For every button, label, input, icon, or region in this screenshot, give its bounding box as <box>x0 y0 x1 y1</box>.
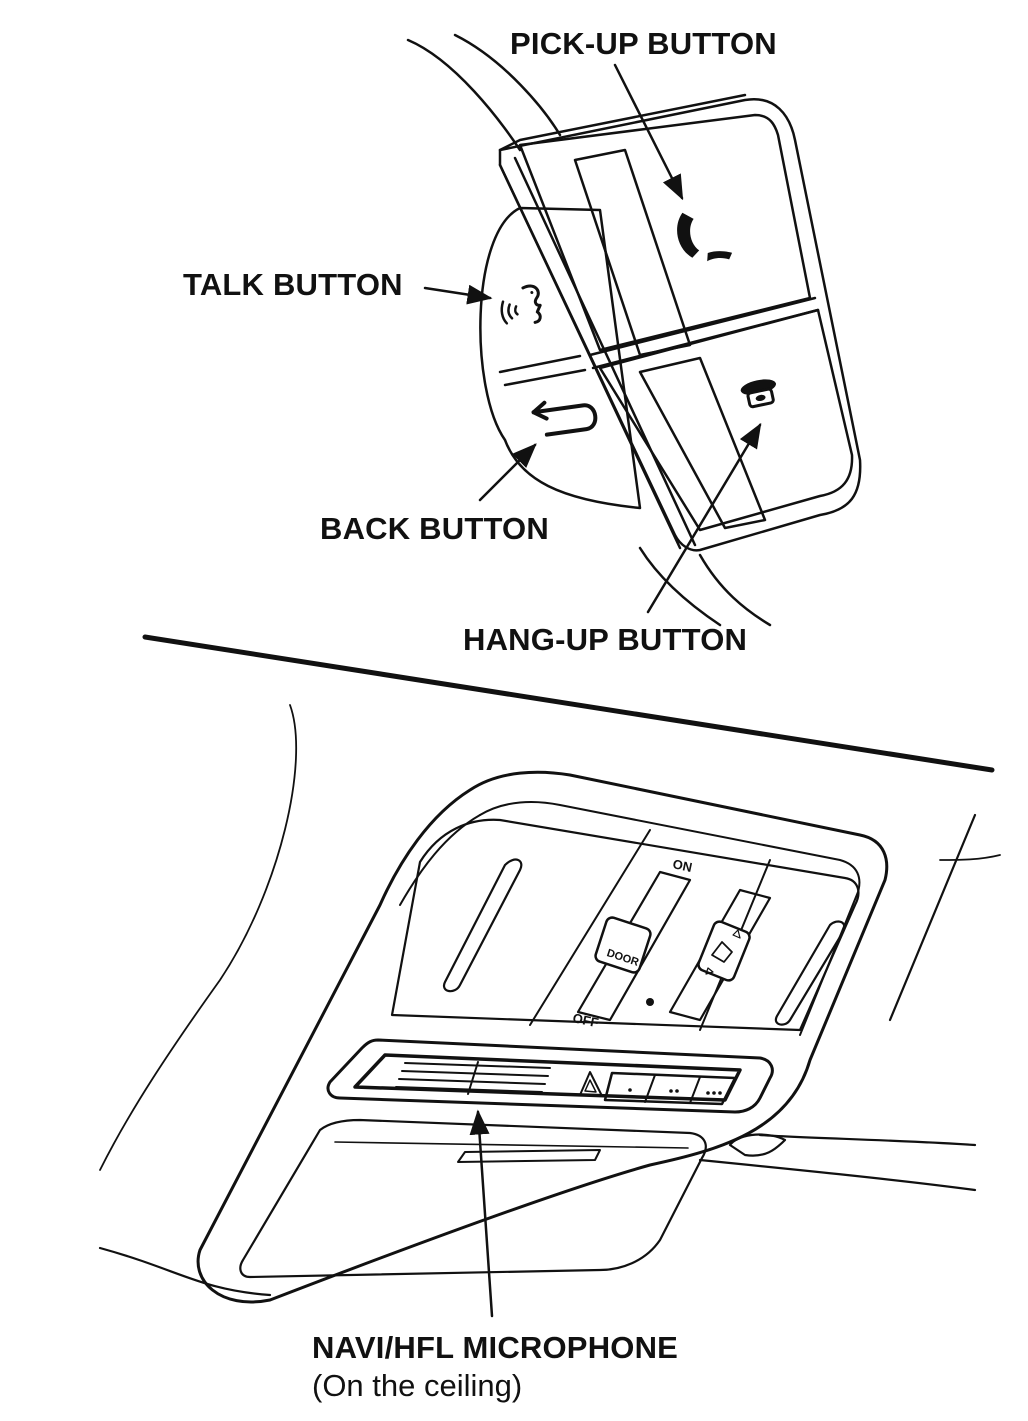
back-callout-arrow <box>478 443 537 502</box>
hazard-icon <box>579 1071 603 1097</box>
hangup-button-cell <box>598 308 854 532</box>
phone-pickup-icon <box>677 212 733 262</box>
main-switch-plate <box>498 97 862 552</box>
console-indicator-dot <box>646 998 654 1006</box>
hangup-button-label: HANG-UP BUTTON <box>463 622 748 657</box>
microphone-grille <box>395 1061 551 1095</box>
pickup-button <box>518 113 812 352</box>
map-lamp-panel <box>390 818 860 1032</box>
switch-on-label: ON <box>671 856 693 875</box>
talk-callout-arrow <box>423 284 493 305</box>
phone-hangup-icon <box>740 379 777 409</box>
moonroof-switch <box>697 920 751 982</box>
door-switch <box>594 916 652 974</box>
switch-off-label: OFF <box>571 1010 600 1030</box>
microphone-bezel <box>326 1038 774 1114</box>
talk-voice-icon <box>500 284 542 325</box>
right-map-lamp <box>774 920 846 1026</box>
console-outer-shell <box>196 770 889 1304</box>
left-switch-housing <box>479 206 642 510</box>
microphone-location-note: (On the ceiling) <box>312 1368 523 1403</box>
memory-button-1-dot <box>628 1088 632 1092</box>
ceiling-console: ON OFF DOOR <box>98 704 1001 1318</box>
pickup-callout-arrow <box>613 63 684 201</box>
steering-wheel-switches <box>406 33 862 627</box>
left-map-lamp <box>442 858 523 993</box>
back-button-label: BACK BUTTON <box>320 511 549 546</box>
moonroof-icon <box>705 929 741 975</box>
pickup-button-label: PICK-UP BUTTON <box>510 26 777 61</box>
microphone-callout-arrow <box>469 1109 494 1318</box>
hangup-callout-arrow <box>646 422 762 614</box>
talk-button-label: TALK BUTTON <box>183 267 403 302</box>
sunglass-holder <box>239 1118 707 1279</box>
back-arrow-icon <box>531 400 598 437</box>
section-divider-line <box>142 634 995 773</box>
microphone-label: NAVI/HFL MICROPHONE <box>312 1330 679 1365</box>
